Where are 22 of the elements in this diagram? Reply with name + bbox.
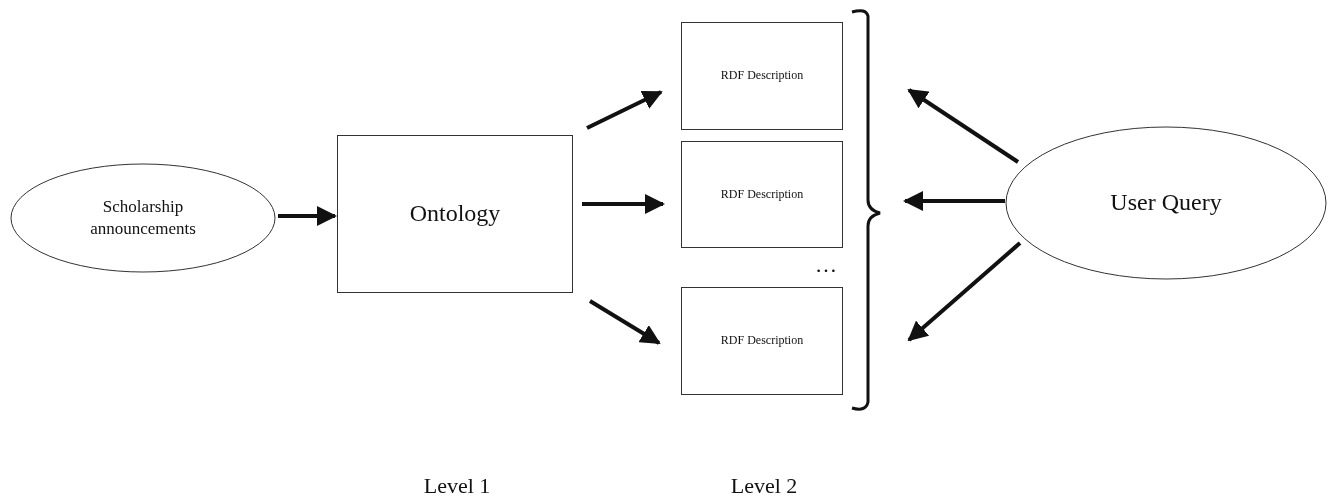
process-box xyxy=(681,22,843,130)
process-box xyxy=(681,141,843,248)
level-label: Level 2 xyxy=(730,473,798,499)
level-label: Level 1 xyxy=(423,473,491,499)
node-label: User Query xyxy=(1110,188,1222,218)
arrow xyxy=(907,241,1022,342)
node-label: Scholarship announcements xyxy=(89,195,197,240)
arrow xyxy=(582,194,665,214)
arrow xyxy=(588,299,661,345)
node-label: Ontology xyxy=(409,199,501,229)
ellipse-node xyxy=(1005,126,1327,280)
ellipse-node xyxy=(10,163,276,273)
node-label: RDF Description xyxy=(720,186,804,203)
process-box xyxy=(337,135,573,293)
node-label: RDF Description xyxy=(720,68,804,84)
node-label: RDF Description xyxy=(720,333,804,349)
arrow xyxy=(907,88,1020,164)
process-box xyxy=(681,287,843,395)
ellipsis: … xyxy=(815,252,837,278)
arrow xyxy=(903,191,1005,211)
arrow xyxy=(586,90,663,130)
arrow xyxy=(278,206,337,226)
